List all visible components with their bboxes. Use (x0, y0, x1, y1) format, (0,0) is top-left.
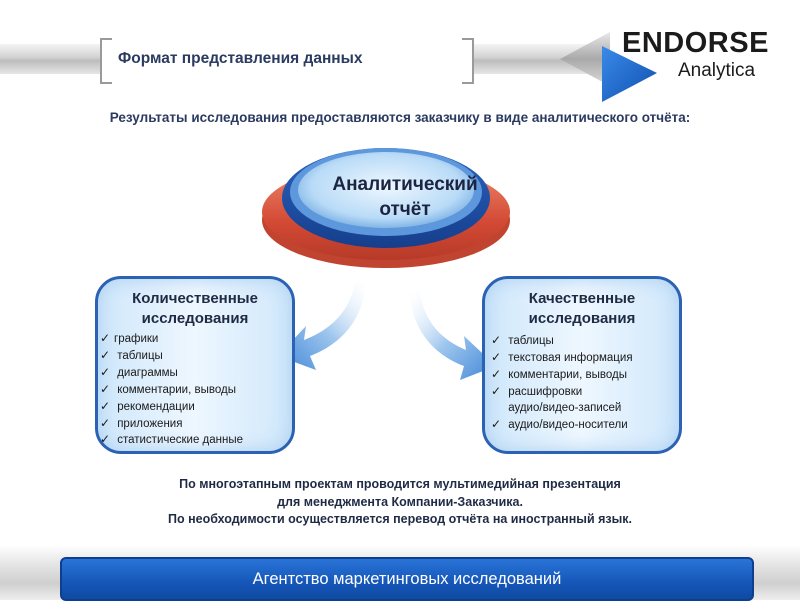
check-icon: ✓ (491, 366, 502, 381)
check-icon: ✓ (100, 381, 111, 396)
arrows (278, 282, 496, 380)
box-title-line1: Качественные (528, 290, 636, 307)
item-list: ✓графики ✓ таблицы ✓ диаграммы ✓ коммент… (100, 331, 243, 449)
curved-arrow-icon (278, 282, 365, 370)
header-bracket-left (100, 38, 112, 84)
list-item: ✓ комментарии, выводы (100, 381, 236, 396)
check-icon: ✓ (100, 364, 111, 379)
check-icon: ✓ (491, 383, 502, 398)
check-icon: ✓ (100, 331, 111, 345)
check-icon: ✓ (491, 333, 502, 347)
center-title: Аналитический отчёт (290, 172, 520, 222)
logo-graphic (560, 32, 800, 102)
list-item: ✓ расшифровки (491, 383, 583, 398)
footnote-line3: По необходимости осуществляется перевод … (167, 512, 633, 526)
logo-subtitle: Analytica (678, 60, 756, 81)
list-item: ✓ таблицы (491, 333, 554, 347)
footnote-line2: для менеджмента Компании-Заказчика. (277, 494, 523, 509)
quantitative-research-box: Количественные исследования ✓графики ✓ т… (95, 276, 295, 454)
check-icon: ✓ (491, 416, 502, 431)
list-item: ✓ статистические данные (100, 432, 244, 447)
box-title-line2: исследования (528, 310, 636, 327)
list-item: ✓ приложения (100, 415, 183, 430)
list-item: ✓ текстовая информация (491, 349, 633, 364)
footnote: По многоэтапным проектам проводится муль… (0, 476, 800, 529)
center-title-line2: отчёт (379, 199, 431, 220)
check-icon: ✓ (100, 415, 111, 430)
check-icon: ✓ (100, 347, 111, 362)
list-item: аудио/видео-записей (508, 401, 622, 414)
list-item: ✓ аудио/видео-носители (491, 416, 628, 431)
list-item: ✓ рекомендации (100, 398, 195, 413)
list-item: ✓ диаграммы (100, 364, 178, 379)
footnote-line1: По многоэтапным проектам проводится муль… (179, 477, 621, 491)
list-item: ✓графики (100, 331, 159, 345)
box-title-line2: исследования (141, 310, 249, 327)
subtitle: Результаты исследования предоставляются … (109, 110, 691, 125)
footer-banner-text: Агентство маркетинговых исследований (252, 570, 562, 588)
list-item: ✓ таблицы (100, 347, 163, 362)
item-list: ✓ таблицы ✓ текстовая информация ✓ комме… (491, 333, 633, 433)
report-platform (262, 148, 510, 268)
center-title-line1: Аналитический (332, 174, 478, 195)
page-title: Формат представления данных (118, 50, 363, 67)
check-icon: ✓ (491, 349, 502, 364)
check-icon: ✓ (100, 432, 111, 447)
check-icon: ✓ (100, 398, 111, 413)
box-title: Качественные исследования (485, 289, 679, 329)
qualitative-research-box: Качественные исследования ✓ таблицы ✓ те… (482, 276, 682, 454)
box-title: Количественные исследования (98, 289, 292, 329)
list-item: ✓ комментарии, выводы (491, 366, 627, 381)
logo-wordmark: ENDORSE (622, 27, 769, 59)
header-bracket-right (462, 38, 474, 84)
header-bar-left (0, 44, 100, 74)
curved-arrow-icon (410, 292, 496, 380)
box-title-line1: Количественные (132, 290, 258, 307)
